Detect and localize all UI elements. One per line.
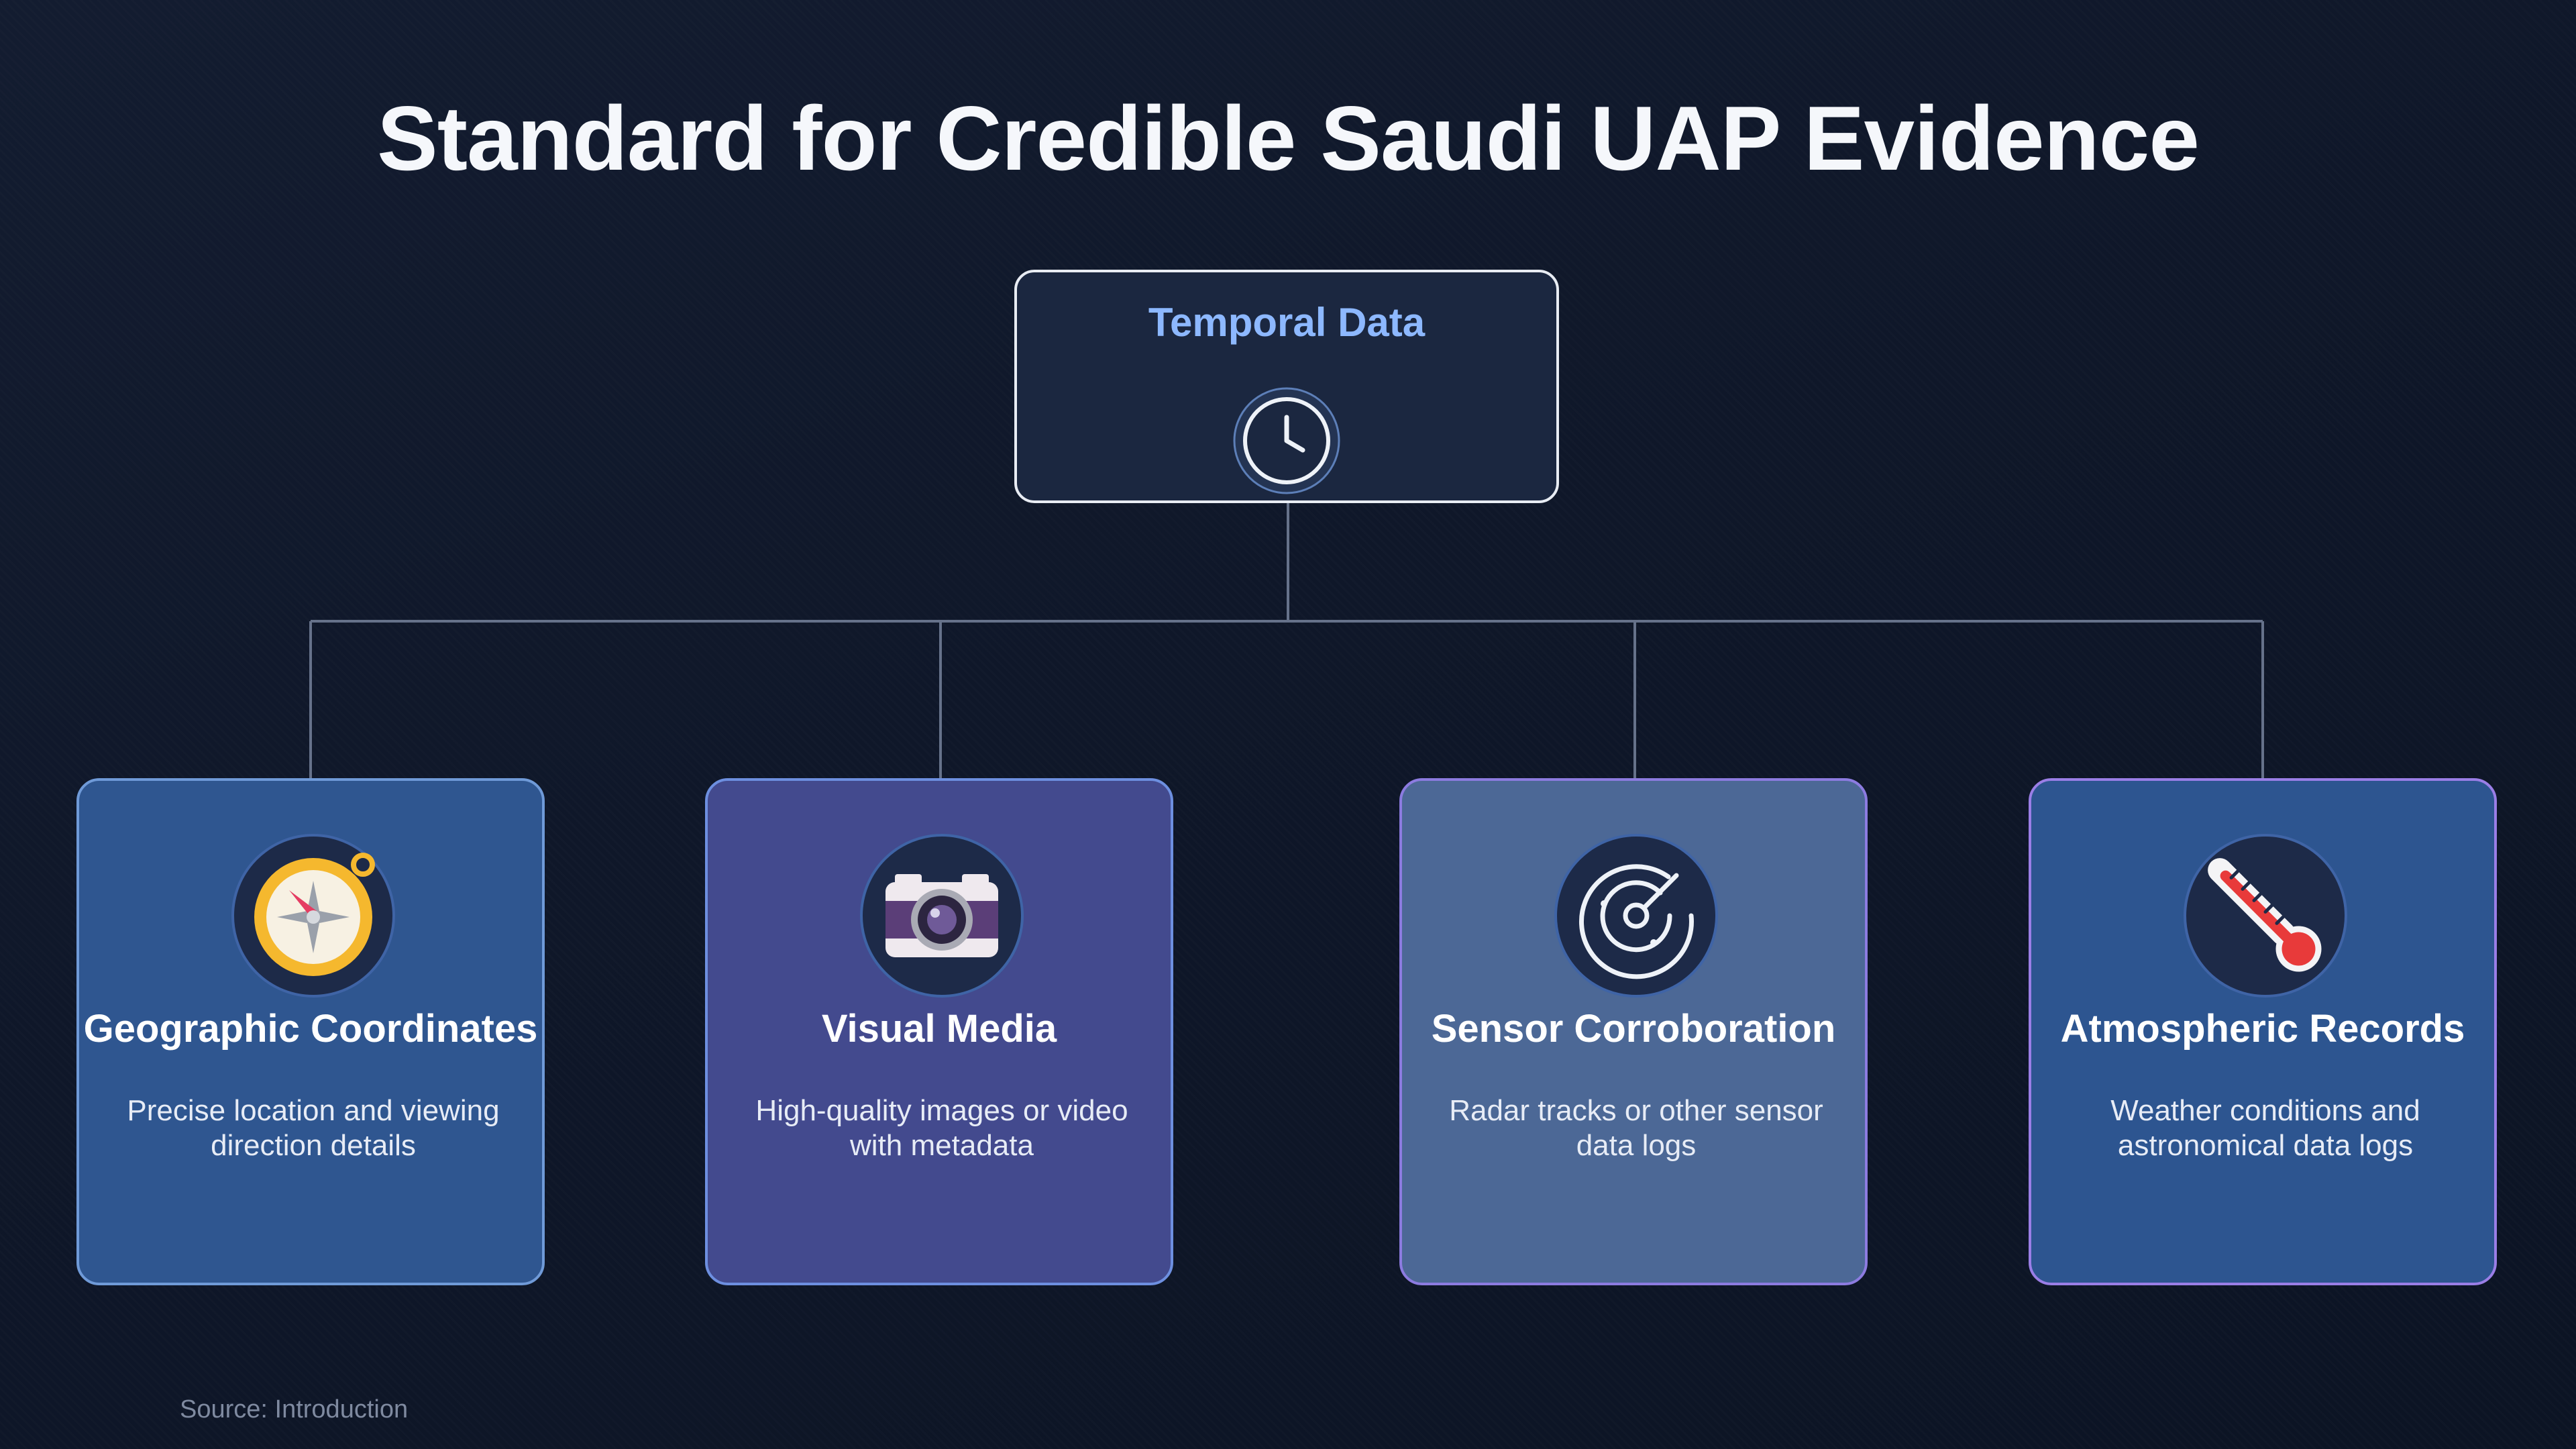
root-node-label: Temporal Data <box>1148 300 1426 345</box>
card-description: Precise location and viewing direction d… <box>106 1093 521 1163</box>
card-title: Geographic Coordinates <box>83 1007 538 1051</box>
card-geographic-coordinates: Geographic Coordinates Precise location … <box>76 778 545 1285</box>
source-note: Source: Introduction <box>180 1395 409 1424</box>
card-visual-media: Visual Media High-quality images or vide… <box>705 778 1173 1285</box>
card-description-line: Weather conditions and <box>2110 1094 2420 1127</box>
card-title: Visual Media <box>821 1007 1057 1051</box>
card-sensor-corroboration: Sensor Corroboration Radar tracks or oth… <box>1399 778 1868 1285</box>
card-description: Radar tracks or other sensor data logs <box>1429 1093 1843 1163</box>
card-description-line: Precise location and viewing <box>127 1094 500 1127</box>
card-description: High-quality images or video with metada… <box>735 1093 1149 1163</box>
camera-icon <box>860 834 1024 998</box>
thermometer-icon <box>2184 834 2347 998</box>
compass-icon <box>231 834 395 998</box>
root-node-temporal-data: Temporal Data <box>1014 270 1559 503</box>
radar-icon <box>1554 834 1718 998</box>
clock-icon <box>1233 387 1340 494</box>
card-description: Weather conditions and astronomical data… <box>2058 1093 2473 1163</box>
card-description-line: High-quality images or video <box>755 1094 1128 1127</box>
card-title: Sensor Corroboration <box>1431 1007 1836 1051</box>
card-description-line: direction details <box>211 1129 416 1162</box>
card-atmospheric-records: Atmospheric Records Weather conditions a… <box>2029 778 2497 1285</box>
card-description-line: data logs <box>1576 1129 1697 1162</box>
page-title: Standard for Credible Saudi UAP Evidence <box>377 87 2200 189</box>
card-title: Atmospheric Records <box>2060 1007 2465 1051</box>
card-description-line: astronomical data logs <box>2117 1129 2414 1162</box>
card-description-line: Radar tracks or other sensor <box>1449 1094 1823 1127</box>
card-description-line: with metadata <box>850 1129 1034 1162</box>
